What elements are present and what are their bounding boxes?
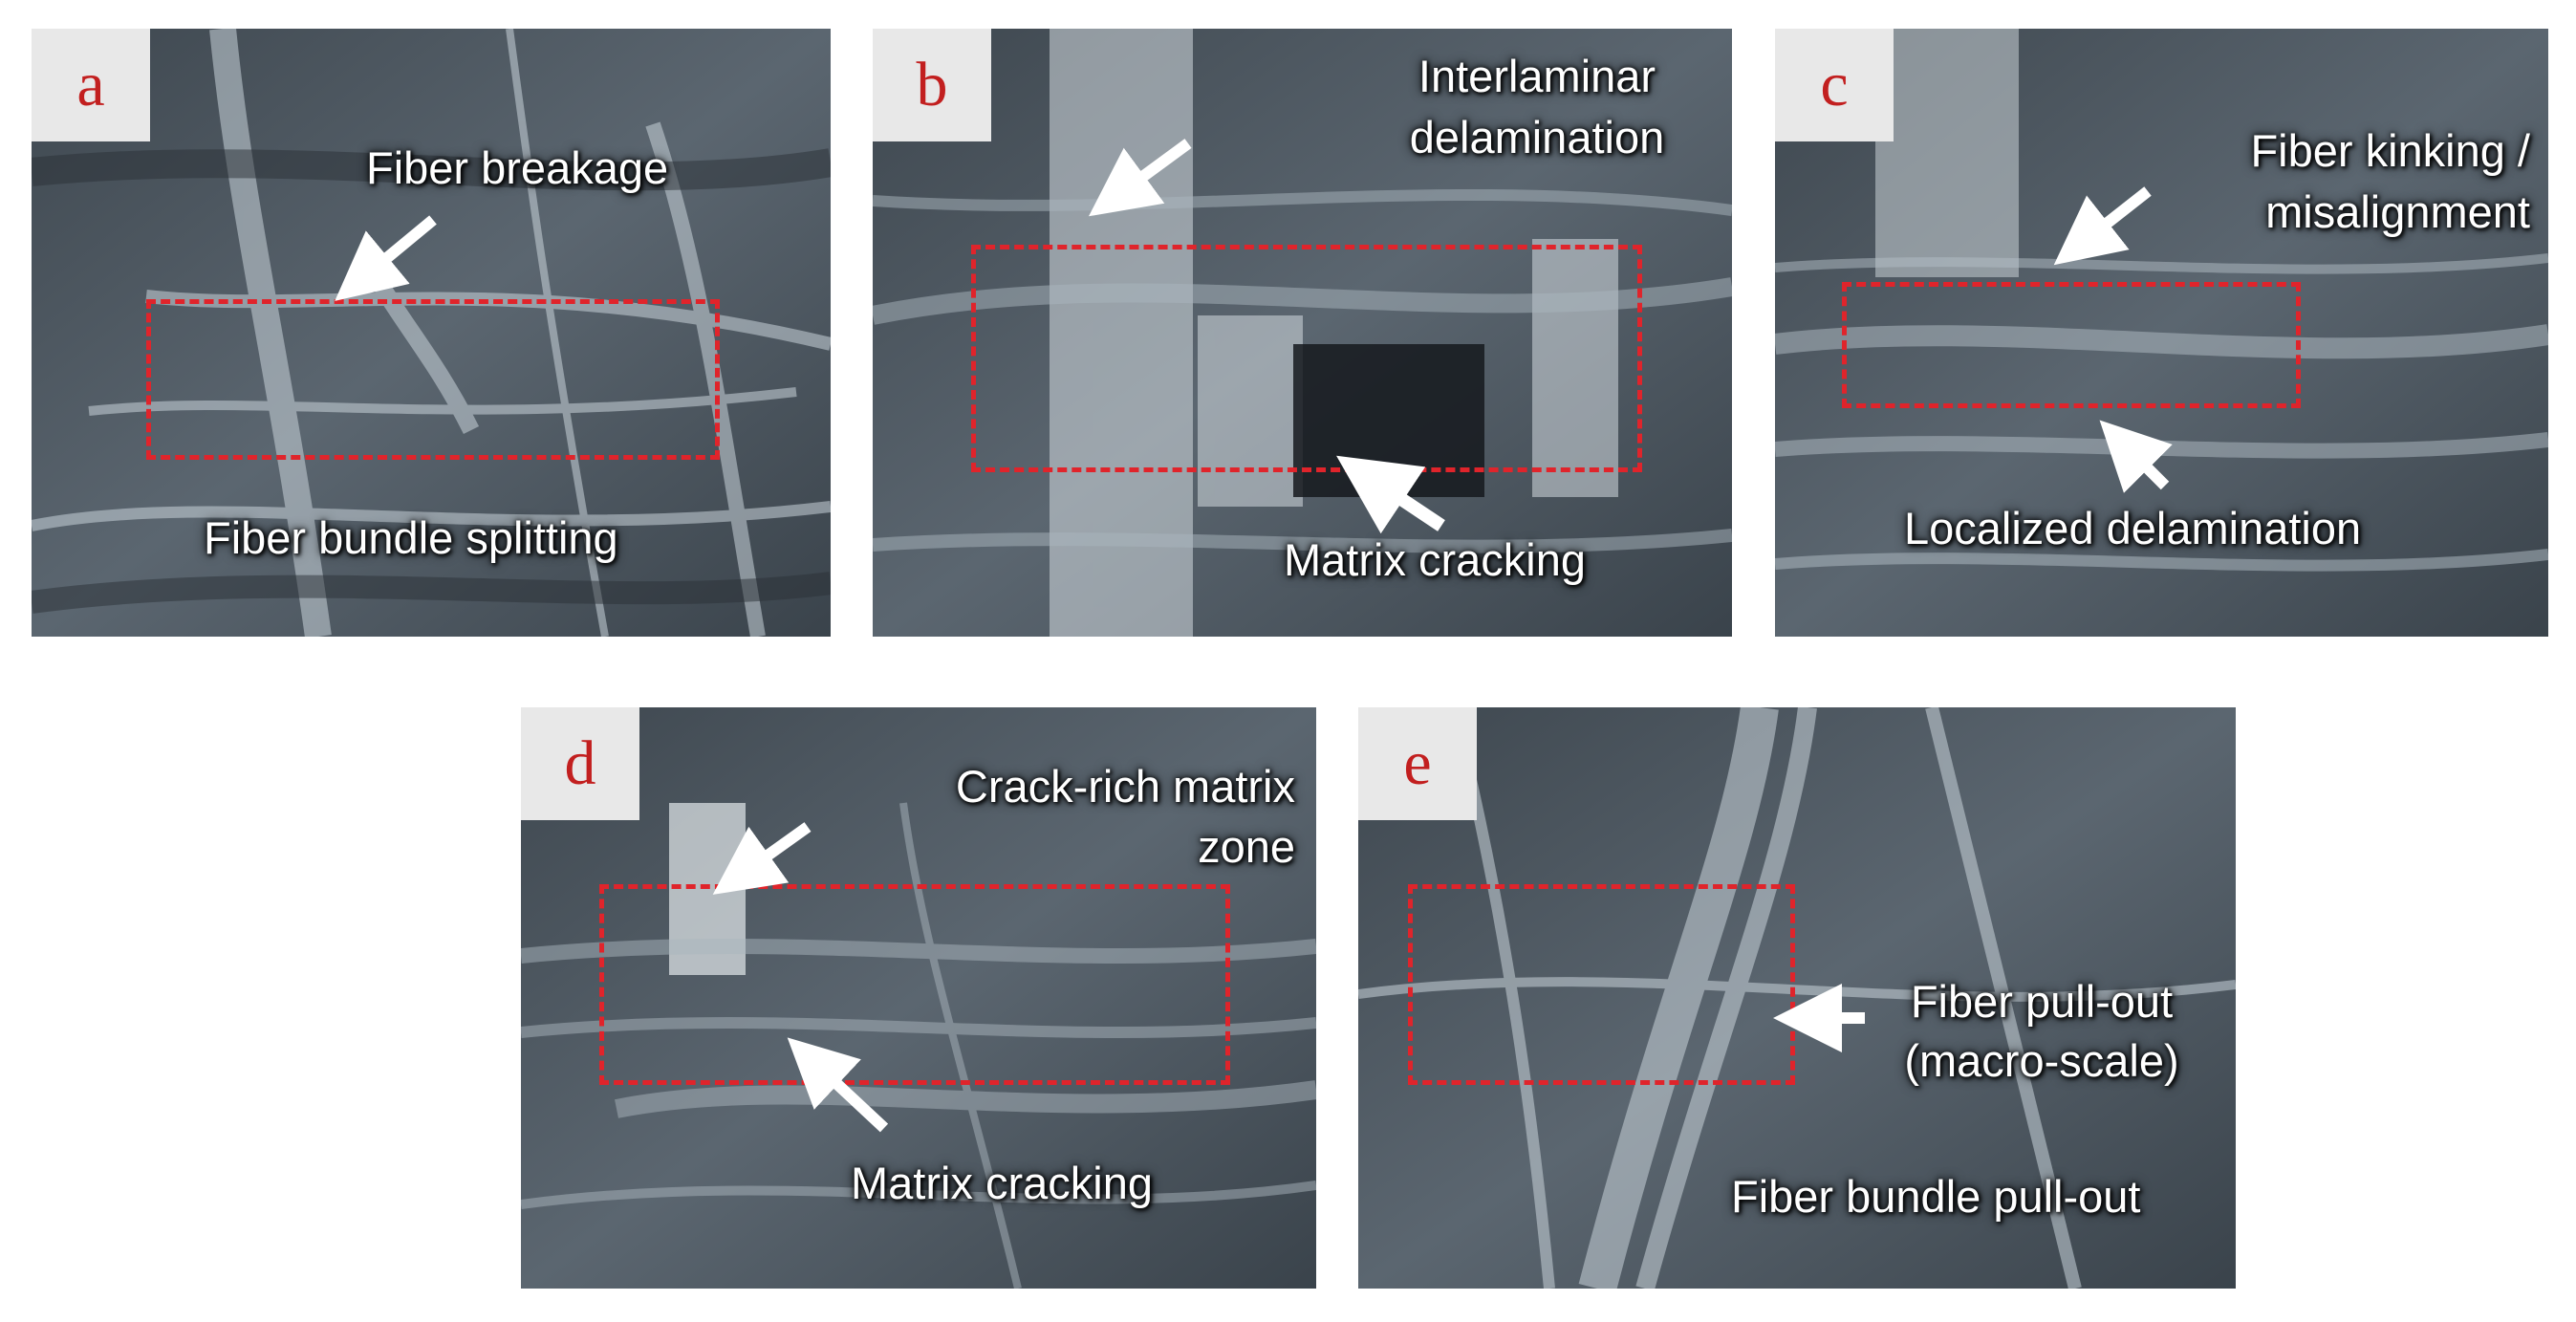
panel-letter-c: c — [1775, 29, 1894, 141]
label-interlaminar: Interlaminar — [1418, 51, 1656, 101]
label-zone: zone — [1198, 821, 1295, 872]
region-of-interest-b — [971, 245, 1642, 472]
label-localized-delamination: Localized delamination — [1904, 503, 2362, 553]
label-matrix-cracking-d: Matrix cracking — [851, 1158, 1154, 1208]
label-fiber-pull-out: Fiber pull-out — [1910, 976, 2174, 1027]
label-misalignment: misalignment — [2265, 186, 2530, 237]
region-of-interest-a — [146, 299, 720, 460]
micrograph-d — [521, 707, 1316, 1289]
panel-letter-d: d — [521, 707, 639, 820]
label-macro-scale: (macro-scale) — [1904, 1035, 2179, 1086]
label-fiber-bundle-splitting: Fiber bundle splitting — [204, 512, 618, 563]
panel-c: c Fiber kinking / misalignment Localized… — [1775, 29, 2548, 637]
region-of-interest-e — [1408, 884, 1795, 1085]
label-crack-rich-matrix: Crack-rich matrix — [955, 761, 1295, 812]
panel-d: d Crack-rich matrix zone Matrix cracking — [521, 707, 1316, 1289]
label-matrix-cracking-b: Matrix cracking — [1284, 534, 1587, 585]
panel-letter-a: a — [32, 29, 150, 141]
panel-a: a Fiber breakage Fiber bundle splitting — [32, 29, 831, 637]
region-of-interest-d — [599, 884, 1230, 1085]
micrograph-b — [873, 29, 1732, 637]
panel-letter-e: e — [1358, 707, 1477, 820]
micrograph-c — [1775, 29, 2548, 637]
label-fiber-bundle-pull-out: Fiber bundle pull-out — [1731, 1171, 2141, 1222]
label-fiber-kinking: Fiber kinking / — [2250, 125, 2530, 176]
panel-b: b Interlaminar delamination Matrix crack… — [873, 29, 1732, 637]
panel-e: e Fiber pull-out (macro-scale) Fiber bun… — [1358, 707, 2236, 1289]
micrograph-a — [32, 29, 831, 637]
label-delamination: delamination — [1409, 112, 1665, 163]
label-fiber-breakage: Fiber breakage — [366, 142, 669, 193]
panel-letter-b: b — [873, 29, 991, 141]
region-of-interest-c — [1842, 282, 2301, 408]
